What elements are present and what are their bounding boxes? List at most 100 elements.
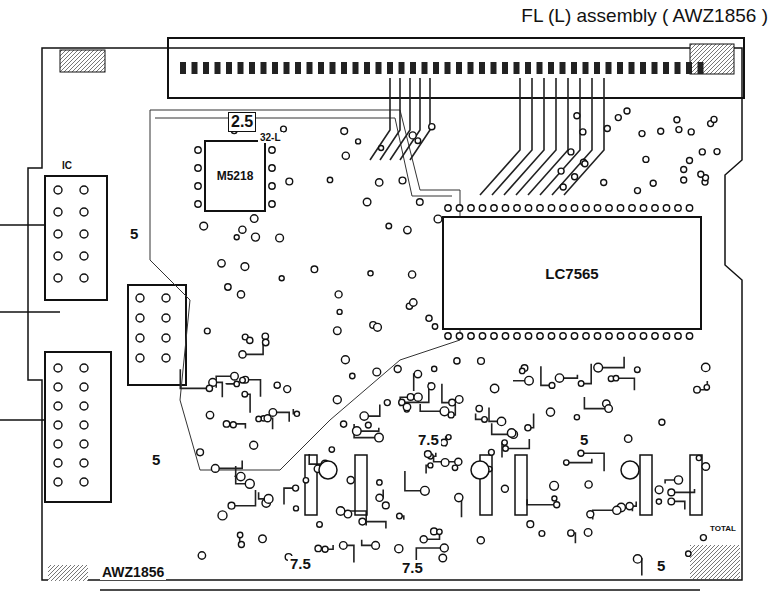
component-pad — [211, 465, 219, 473]
component-pad — [687, 158, 693, 164]
component-pad — [347, 477, 354, 484]
component-pad — [434, 215, 442, 223]
component-pad — [711, 116, 717, 122]
component-pad — [239, 226, 246, 233]
copper-trace — [390, 78, 410, 160]
copper-trace — [566, 459, 592, 463]
ic-pad — [663, 333, 669, 339]
ic-chip: LC7565 — [442, 216, 702, 330]
component-pad — [441, 439, 448, 446]
component-pad — [350, 373, 355, 378]
edge-pin — [307, 62, 313, 74]
edge-pin — [548, 62, 554, 74]
component-pad — [245, 479, 254, 488]
component-pad — [317, 522, 323, 528]
component-pad — [507, 429, 515, 437]
ic-pad — [491, 333, 497, 339]
component-pad — [489, 449, 495, 455]
mounting-hole — [319, 461, 337, 479]
component-pad — [399, 177, 406, 184]
component-pad — [303, 478, 308, 483]
component-pad — [241, 263, 249, 271]
component-pad — [686, 551, 691, 556]
component-pad — [490, 384, 498, 392]
component-pad — [337, 309, 342, 314]
ic-pad — [583, 333, 589, 339]
ic-pad — [617, 205, 623, 211]
edge-pin — [675, 62, 681, 74]
component-pad — [656, 499, 661, 504]
ic-pad — [269, 147, 275, 153]
ic-pad — [445, 333, 451, 339]
component-pad — [223, 421, 229, 427]
component-pad — [218, 260, 225, 267]
edge-pin — [456, 62, 462, 74]
component-pad — [376, 179, 383, 186]
edge-pin — [261, 62, 267, 74]
connector-pad — [54, 383, 62, 391]
component-pad — [527, 521, 534, 528]
ic-pad — [195, 183, 201, 189]
component-pad — [417, 199, 424, 206]
component-pad — [403, 403, 410, 410]
component-pad — [714, 149, 720, 155]
ic-pad — [468, 205, 474, 211]
ic-pad — [502, 333, 508, 339]
voltage-marking: 5 — [655, 558, 667, 575]
connector-pad — [162, 354, 170, 362]
component-pad — [578, 381, 584, 387]
edge-pin — [422, 62, 428, 74]
component-pad — [681, 177, 687, 183]
resistor-outline — [305, 455, 317, 515]
component-pad — [605, 405, 613, 413]
component-pad — [375, 433, 384, 442]
edge-pin — [399, 62, 405, 74]
component-pad — [247, 337, 253, 343]
component-pad — [237, 532, 242, 537]
component-pad — [643, 156, 649, 162]
copper-trace — [504, 78, 544, 195]
voltage-marking: 7.5 — [416, 432, 441, 449]
component-pad — [574, 415, 579, 420]
ic-pad — [560, 333, 566, 339]
connector-pad — [54, 440, 62, 448]
component-pad — [520, 368, 525, 373]
edge-pin — [192, 62, 198, 74]
connector-pad — [54, 252, 62, 260]
ic-pad — [617, 333, 623, 339]
connector-pad — [162, 314, 170, 322]
component-pad — [688, 129, 694, 135]
component-pad — [274, 382, 280, 388]
component-pad — [549, 383, 555, 389]
component-pad — [276, 234, 284, 242]
component-pad — [382, 502, 389, 509]
component-pad — [394, 366, 401, 373]
connector-pad — [80, 383, 88, 391]
resistor-outline — [515, 455, 527, 515]
component-pad — [341, 356, 349, 364]
component-pad — [681, 167, 687, 173]
component-pad — [568, 149, 574, 155]
component-pad — [386, 223, 392, 229]
component-pad — [356, 139, 361, 144]
component-pad — [415, 138, 421, 144]
component-pad — [613, 506, 621, 514]
component-pad — [564, 460, 569, 465]
component-pad — [407, 394, 414, 401]
component-pad — [204, 328, 210, 334]
resistor-outline — [355, 455, 367, 515]
ic-pad — [652, 205, 658, 211]
copper-trace — [492, 78, 532, 195]
component-pad — [702, 463, 710, 471]
component-pad — [655, 486, 663, 494]
component-pad — [231, 372, 239, 380]
component-pad — [452, 465, 457, 470]
component-pad — [478, 358, 485, 365]
component-pad — [294, 411, 299, 416]
edge-pin — [468, 62, 474, 74]
component-pad — [624, 108, 630, 114]
ic-pad — [479, 205, 485, 211]
component-pad — [409, 271, 416, 278]
component-pad — [525, 425, 531, 431]
component-pad — [550, 481, 559, 490]
